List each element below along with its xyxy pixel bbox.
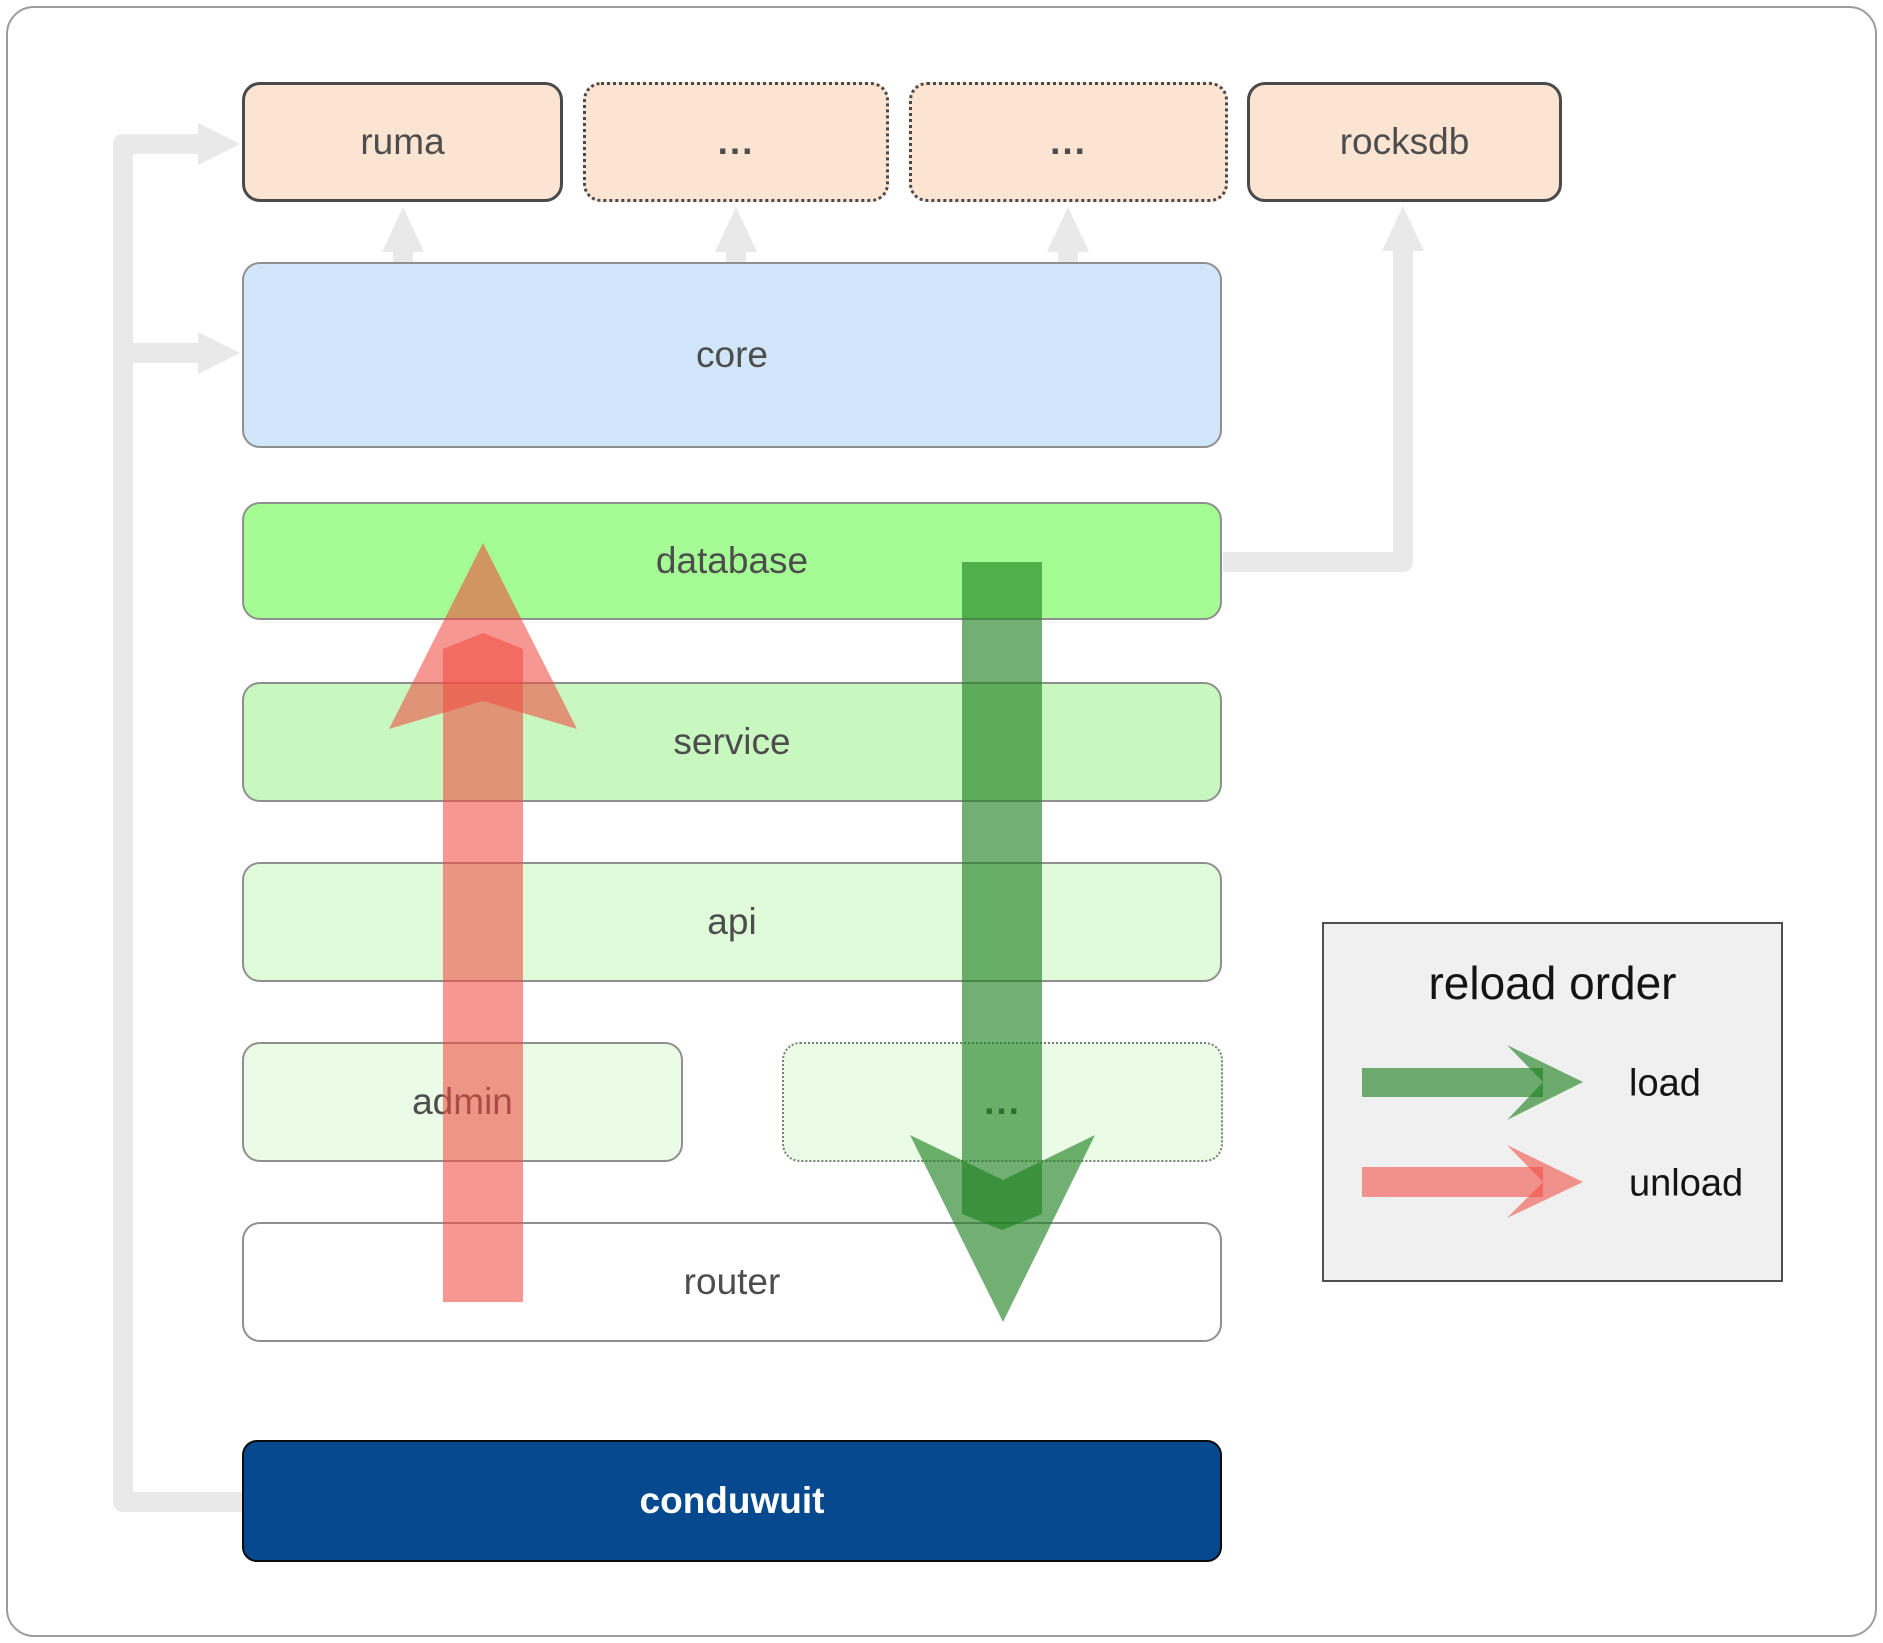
legend-load-label: load (1629, 1062, 1701, 1105)
node-conduwuit-label: conduwuit (639, 1480, 825, 1521)
node-api-label: api (707, 901, 757, 942)
node-service: service (242, 682, 1222, 802)
node-crates-ellipsis-2-label: ... (1050, 121, 1087, 162)
node-admin-label: admin (412, 1081, 513, 1122)
node-ruma-label: ruma (360, 121, 445, 162)
node-conduwuit: conduwuit (242, 1440, 1222, 1562)
node-services-ellipsis: ... (782, 1042, 1223, 1162)
node-admin: admin (242, 1042, 683, 1162)
node-rocksdb: rocksdb (1247, 82, 1562, 202)
node-database: database (242, 502, 1222, 620)
node-crates-ellipsis-1: ... (583, 82, 889, 202)
node-ruma: ruma (242, 82, 563, 202)
node-crates-ellipsis-1-label: ... (717, 121, 755, 162)
node-core-label: core (696, 334, 768, 375)
node-rocksdb-label: rocksdb (1339, 121, 1470, 162)
node-services-ellipsis-label: ... (984, 1081, 1021, 1122)
legend-unload-label: unload (1629, 1162, 1744, 1205)
node-crates-ellipsis-2: ... (909, 82, 1228, 202)
node-router: router (242, 1222, 1222, 1342)
node-database-label: database (655, 540, 809, 581)
node-service-label: service (673, 721, 791, 762)
node-core: core (242, 262, 1222, 448)
legend-title: reload order (1428, 957, 1677, 1009)
legend: reload order load unload (1322, 922, 1783, 1282)
node-api: api (242, 862, 1222, 982)
node-router-label: router (683, 1261, 781, 1302)
